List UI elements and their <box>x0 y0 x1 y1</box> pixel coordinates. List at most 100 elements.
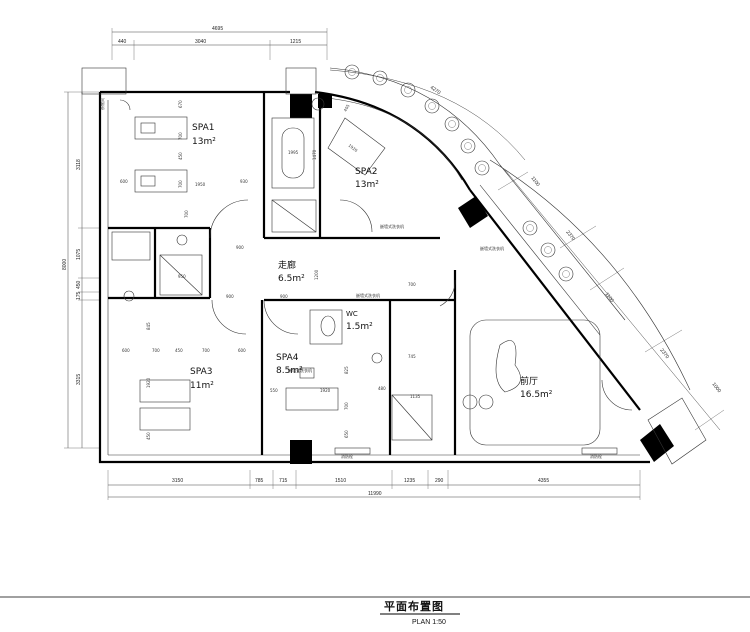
column-top-left <box>81 67 127 95</box>
dim-left-5: 3315 <box>76 374 82 385</box>
left-dimensions: 8000 3118 1075 450 175 3315 <box>62 91 100 449</box>
svg-text:450: 450 <box>178 152 183 160</box>
bed-spa4 <box>285 387 339 411</box>
svg-text:1200: 1200 <box>314 269 319 280</box>
dim-bottom-6: 290 <box>435 478 444 484</box>
chair-b <box>478 394 494 410</box>
room-spa3-name: SPA3 <box>190 367 212 377</box>
svg-text:1920: 1920 <box>320 388 331 393</box>
bed-spa2 <box>327 117 386 176</box>
room-spa4-name: SPA4 <box>276 353 299 363</box>
column-bottom <box>290 440 312 464</box>
structural-columns <box>81 67 707 465</box>
svg-text:845: 845 <box>146 322 151 330</box>
title-block: 平面布置图 PLAN 1:50 <box>0 596 750 626</box>
room-spa2-area: 13m² <box>355 180 379 190</box>
svg-text:600: 600 <box>122 348 130 353</box>
dim-diag-3: 2370 <box>564 230 576 243</box>
plant-core-4 <box>428 102 436 110</box>
column-diag <box>458 196 488 228</box>
svg-text:930: 930 <box>240 179 248 184</box>
plant-core-5 <box>448 120 456 128</box>
plant-core-8 <box>526 224 534 232</box>
svg-text:1950: 1950 <box>195 182 206 187</box>
dim-bottom-7: 4355 <box>538 478 549 484</box>
plant-8 <box>522 220 538 236</box>
plant-core-2 <box>376 74 384 82</box>
svg-text:700: 700 <box>178 180 183 188</box>
toilet-cubicle <box>309 309 343 345</box>
drawing-scale: PLAN 1:50 <box>412 619 446 626</box>
bed-spa3-b <box>139 407 191 431</box>
column-top <box>290 94 312 118</box>
svg-text:嵌墙式洗衣机: 嵌墙式洗衣机 <box>380 223 404 229</box>
plant-1 <box>344 64 360 80</box>
room-spa1-area: 13m² <box>192 137 216 147</box>
fire-hydrant-1-box <box>334 447 371 455</box>
column-bottom-right <box>640 424 674 462</box>
toilet <box>320 315 336 337</box>
top-dimensions: 4695 440 3040 1215 <box>111 26 328 60</box>
doors <box>119 99 633 411</box>
dim-left-3: 450 <box>76 280 82 289</box>
dim-top-2: 3040 <box>195 39 206 45</box>
plant-6 <box>460 138 476 154</box>
dim-bottom-1: 3150 <box>172 478 183 484</box>
svg-text:405: 405 <box>343 103 351 113</box>
svg-text:900: 900 <box>280 294 288 299</box>
sink-spa3 <box>123 290 135 302</box>
svg-text:825: 825 <box>344 366 349 374</box>
plant-core-3 <box>404 86 412 94</box>
room-spa2-name: SPA2 <box>355 167 377 177</box>
storage-label: 杂物间 <box>99 98 105 110</box>
plant-core-1 <box>348 68 356 76</box>
svg-text:450: 450 <box>146 432 151 440</box>
room-wc-name: WC <box>346 310 358 318</box>
fire-hydrant-2-box <box>581 447 618 455</box>
svg-text:1920: 1920 <box>347 143 359 153</box>
sink-spa2 <box>311 97 325 111</box>
dim-diag-2: 1100 <box>529 176 540 188</box>
svg-text:480: 480 <box>378 386 386 391</box>
dim-bottom-total: 11990 <box>368 491 382 497</box>
shower-spa3 <box>159 254 203 296</box>
exterior-walls <box>98 90 650 464</box>
svg-text:1920: 1920 <box>146 377 151 388</box>
bathtub <box>271 117 315 189</box>
svg-text:嵌墙式洗衣机: 嵌墙式洗衣机 <box>288 367 312 373</box>
bottom-dimensions: 3150 785 715 1510 1235 290 4355 11990 <box>107 470 641 500</box>
dim-left-2: 1075 <box>76 249 82 260</box>
svg-text:嵌墙式洗衣机: 嵌墙式洗衣机 <box>356 292 380 298</box>
svg-text:1995: 1995 <box>288 150 299 155</box>
svg-text:700: 700 <box>152 348 160 353</box>
plant-4 <box>424 98 440 114</box>
room-spa4-area: 8.5m² <box>276 366 303 376</box>
bed-spa1-a <box>134 116 188 140</box>
room-corridor-name: 走廊 <box>278 259 296 271</box>
dim-bottom-5: 1235 <box>404 478 415 484</box>
notes: 杂物间 嵌墙式洗衣机 嵌墙式洗衣机 嵌墙式洗衣机 嵌墙式洗衣机 消防栓 消防栓 <box>99 98 602 459</box>
bed-spa1-b <box>134 169 188 193</box>
room-wc-area: 1.5m² <box>346 322 373 332</box>
chair-a <box>462 394 478 410</box>
svg-text:745: 745 <box>408 354 416 359</box>
dim-bottom-3: 715 <box>279 478 288 484</box>
planter-strip <box>325 67 691 391</box>
column-bottom-right-cap <box>647 397 707 465</box>
fire-hydrant-2-label: 消防栓 <box>590 453 602 459</box>
column-top-cap <box>285 67 317 95</box>
dim-left-total: 8000 <box>62 259 68 270</box>
dim-diag-6: 1000 <box>710 382 722 395</box>
svg-text:600: 600 <box>120 179 128 184</box>
svg-text:550: 550 <box>270 388 278 393</box>
reception-area <box>469 319 601 446</box>
dim-left-1: 3118 <box>76 159 82 170</box>
column-top-small <box>318 94 332 108</box>
svg-text:950: 950 <box>178 274 186 279</box>
svg-text:900: 900 <box>236 245 244 250</box>
svg-text:650: 650 <box>344 430 349 438</box>
dim-top-total: 4695 <box>212 26 223 32</box>
drawing-title: 平面布置图 <box>384 599 444 613</box>
plant-3 <box>400 82 416 98</box>
